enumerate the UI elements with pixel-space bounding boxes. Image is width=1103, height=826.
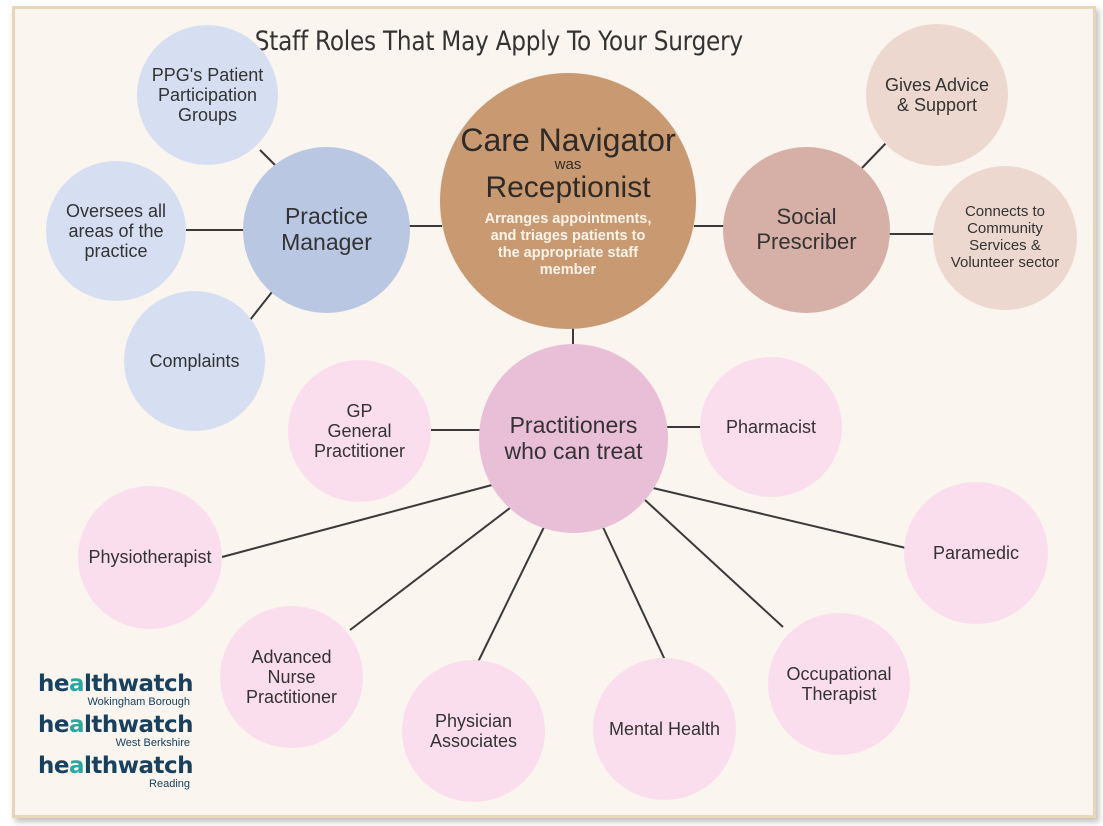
- logo-wokingham-area: Wokingham Borough: [87, 696, 190, 708]
- node-gp-label: GP General Practitioner: [313, 400, 406, 462]
- node-pharmacist: Pharmacist: [700, 357, 842, 497]
- care-navigator-title: Care Navigator: [460, 121, 676, 158]
- node-practitioners: Practitioners who can treat: [479, 344, 668, 533]
- logo-reading-area: Reading: [149, 778, 190, 790]
- connector-paramedic: [652, 487, 907, 549]
- node-social-prescriber-label: Social Prescriber: [756, 204, 857, 254]
- connector-advice: [861, 141, 888, 169]
- connector-ppg: [259, 149, 276, 166]
- node-advice: Gives Advice & Support: [866, 24, 1008, 166]
- care-navigator-was: was: [554, 155, 582, 173]
- node-paramedic: Paramedic: [904, 482, 1048, 624]
- care-navigator-receptionist: Receptionist: [485, 171, 651, 205]
- node-physiotherapist-label: Physiotherapist: [88, 547, 212, 568]
- node-social-prescriber: Social Prescriber: [723, 147, 890, 313]
- node-mental-health-label: Mental Health: [608, 718, 721, 739]
- logo-west-berkshire-area: West Berkshire: [115, 737, 190, 749]
- logo-reading-brand: healthwatch: [38, 753, 194, 779]
- node-practitioners-label: Practitioners who can treat: [504, 411, 643, 464]
- node-pharmacist-label: Pharmacist: [725, 416, 817, 437]
- node-physician-associates-label: Physician Associates: [429, 710, 518, 751]
- node-oversees: Oversees all areas of the practice: [46, 161, 186, 301]
- logo-west-berkshire: healthwatch West Berkshire: [38, 713, 198, 751]
- node-complaints-label: Complaints: [149, 350, 240, 371]
- node-mental-health: Mental Health: [593, 658, 736, 800]
- node-gp: GP General Practitioner: [288, 360, 431, 502]
- logo-reading: healthwatch Reading: [38, 754, 198, 792]
- connector-complaints: [249, 291, 273, 321]
- node-oversees-label: Oversees all areas of the practice: [65, 200, 167, 262]
- connector-physio: [221, 484, 493, 558]
- node-occupational-therapist-label: Occupational Therapist: [786, 663, 892, 704]
- care-navigator-description: Arranges appointments, and triages patie…: [484, 210, 652, 279]
- node-physiotherapist: Physiotherapist: [78, 486, 222, 629]
- connector-physician: [477, 524, 546, 663]
- node-paramedic-label: Paramedic: [932, 542, 1020, 563]
- node-ppg-label: PPG's Patient Participation Groups: [151, 64, 264, 126]
- node-complaints: Complaints: [124, 291, 265, 431]
- logo-accent-letter: a: [68, 712, 85, 738]
- logo-wokingham-brand: healthwatch: [38, 671, 194, 697]
- node-connects: Connects to Community Services & Volunte…: [933, 166, 1077, 310]
- connector-ot: [644, 499, 784, 628]
- logo-west-berkshire-brand: healthwatch: [38, 712, 194, 738]
- node-care-navigator: Care Navigator was Receptionist Arranges…: [440, 73, 696, 329]
- node-ppg: PPG's Patient Participation Groups: [137, 25, 278, 165]
- node-practice-manager: Practice Manager: [243, 147, 410, 313]
- node-advice-label: Gives Advice & Support: [884, 74, 990, 115]
- node-connects-label: Connects to Community Services & Volunte…: [950, 203, 1060, 271]
- node-physician-associates: Physician Associates: [402, 660, 545, 802]
- node-anp-label: Advanced Nurse Practitioner: [245, 646, 338, 708]
- logo-wokingham: healthwatch Wokingham Borough: [38, 672, 198, 710]
- connector-mental: [601, 524, 666, 661]
- node-occupational-therapist: Occupational Therapist: [768, 613, 910, 755]
- logo-accent-letter: a: [68, 753, 85, 779]
- connector-anp: [349, 507, 511, 631]
- healthwatch-logos: healthwatch Wokingham Borough healthwatc…: [38, 672, 198, 795]
- page-title: Staff Roles That May Apply To Your Surge…: [254, 26, 743, 57]
- logo-accent-letter: a: [68, 671, 85, 697]
- node-practice-manager-label: Practice Manager: [281, 203, 372, 255]
- node-anp: Advanced Nurse Practitioner: [220, 606, 363, 748]
